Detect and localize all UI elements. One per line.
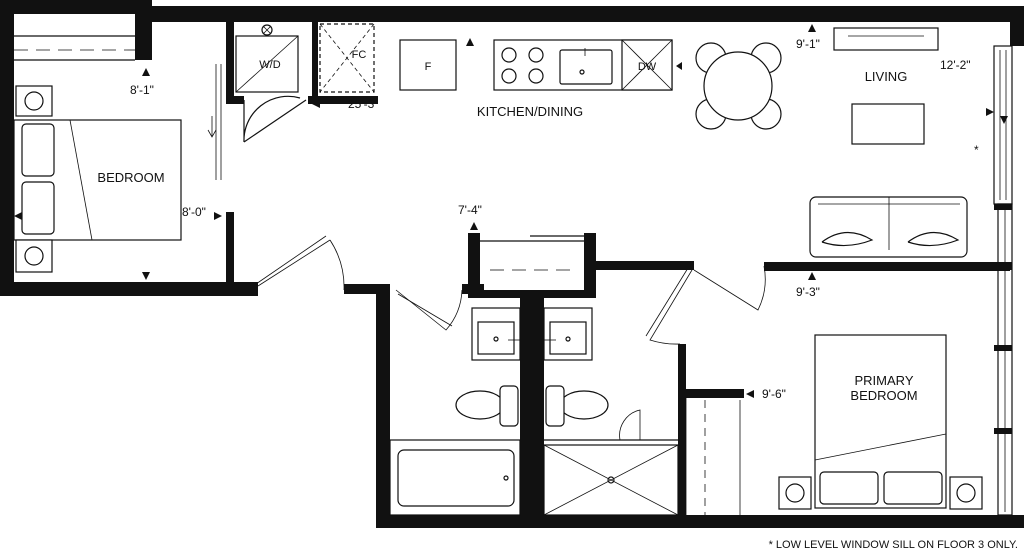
primary-pillow-left bbox=[819, 471, 879, 505]
exterior-walls bbox=[0, 0, 1024, 528]
vanity-2 bbox=[543, 307, 593, 361]
window-right-upper bbox=[993, 45, 1013, 205]
bathroom-1 bbox=[389, 307, 521, 516]
dim-bedroom-depth: 8'-0" bbox=[182, 205, 206, 219]
linen-right bbox=[584, 233, 596, 298]
interior-walls bbox=[226, 22, 1010, 520]
coffee-table bbox=[851, 103, 925, 145]
burner-4 bbox=[528, 68, 544, 84]
primary-left-wall bbox=[678, 344, 686, 520]
kitchen-counter bbox=[399, 38, 682, 91]
laundry-closet bbox=[235, 23, 375, 143]
pillow-bottom bbox=[21, 181, 55, 235]
bathroom-2 bbox=[543, 307, 679, 516]
dim-living-width: 9'-1" bbox=[796, 37, 820, 51]
top-wall-left bbox=[0, 0, 152, 14]
sink bbox=[559, 49, 613, 85]
vanity-1 bbox=[471, 307, 521, 361]
right-wall-top bbox=[1010, 22, 1024, 46]
footnote: * LOW LEVEL WINDOW SILL ON FLOOR 3 ONLY. bbox=[769, 539, 1018, 551]
top-wall-main bbox=[152, 6, 1024, 22]
nightstand-top bbox=[15, 85, 53, 117]
pillow-top bbox=[21, 123, 55, 177]
label-fan-coil: FC bbox=[352, 49, 367, 61]
fan-coil bbox=[319, 23, 375, 93]
burner-2 bbox=[528, 47, 544, 63]
primary-top-wall-a bbox=[596, 261, 694, 270]
wd-closet-stub bbox=[226, 22, 234, 102]
window-asterisk: * bbox=[974, 143, 979, 157]
left-wall bbox=[0, 0, 14, 296]
burner-1 bbox=[501, 47, 517, 63]
primary-bedroom-furniture bbox=[778, 334, 983, 510]
labels: BEDROOM KITCHEN/DINING LIVING PRIMARY BE… bbox=[97, 37, 1018, 551]
bottom-wall-bedroom bbox=[0, 282, 258, 296]
toilet-1 bbox=[455, 390, 505, 420]
bottom-wall-bath bbox=[376, 515, 1024, 528]
table bbox=[703, 51, 773, 121]
primary-nightstand-right bbox=[949, 476, 983, 510]
linen-bottom bbox=[468, 290, 596, 298]
nightstand-bottom bbox=[15, 239, 53, 273]
dim-kitchen-length: 25'-3" bbox=[348, 97, 379, 111]
label-dishwasher: DW bbox=[638, 61, 657, 73]
dim-hall-width: 7'-4" bbox=[458, 203, 482, 217]
bath-left-wall bbox=[376, 284, 390, 528]
fridge bbox=[399, 39, 457, 91]
sofa bbox=[809, 196, 968, 258]
doors bbox=[255, 235, 766, 515]
dimension-markers bbox=[14, 24, 1008, 398]
bedroom-furniture bbox=[13, 64, 222, 273]
dining-table bbox=[695, 42, 782, 130]
tv-console bbox=[833, 27, 939, 51]
dim-primary-width: 9'-3" bbox=[796, 285, 820, 299]
windows bbox=[14, 35, 1013, 516]
bedroom-right-wall bbox=[226, 212, 234, 296]
linen-left bbox=[468, 233, 480, 298]
burner-3 bbox=[501, 68, 517, 84]
label-washer-dryer: W/D bbox=[259, 59, 280, 71]
hall-wall-a bbox=[344, 284, 390, 294]
closet-top-wall bbox=[678, 389, 744, 398]
fc-divider bbox=[312, 22, 318, 104]
closet-stub bbox=[135, 14, 152, 60]
dim-primary-depth: 9'-6" bbox=[762, 387, 786, 401]
dim-bedroom-width: 8'-1" bbox=[130, 83, 154, 97]
room-label-primary-2: BEDROOM bbox=[850, 388, 917, 403]
living-furniture bbox=[809, 27, 968, 258]
label-fridge: F bbox=[425, 61, 432, 73]
room-label-primary-1: PRIMARY bbox=[855, 373, 914, 388]
room-label-living: LIVING bbox=[865, 69, 908, 84]
bath-divider bbox=[520, 298, 544, 520]
fc-wall-bottom bbox=[308, 96, 378, 104]
primary-pillow-right bbox=[883, 471, 943, 505]
room-label-bedroom: BEDROOM bbox=[97, 170, 164, 185]
linen-closet bbox=[480, 235, 584, 271]
wd-wall-bottom bbox=[226, 96, 244, 104]
toilet-2 bbox=[559, 390, 609, 420]
primary-nightstand-left bbox=[778, 476, 812, 510]
primary-top-wall-b bbox=[764, 262, 1010, 271]
room-label-kitchen: KITCHEN/DINING bbox=[477, 104, 583, 119]
dim-living-depth: 12'-2" bbox=[940, 58, 971, 72]
bathtub bbox=[389, 439, 521, 516]
